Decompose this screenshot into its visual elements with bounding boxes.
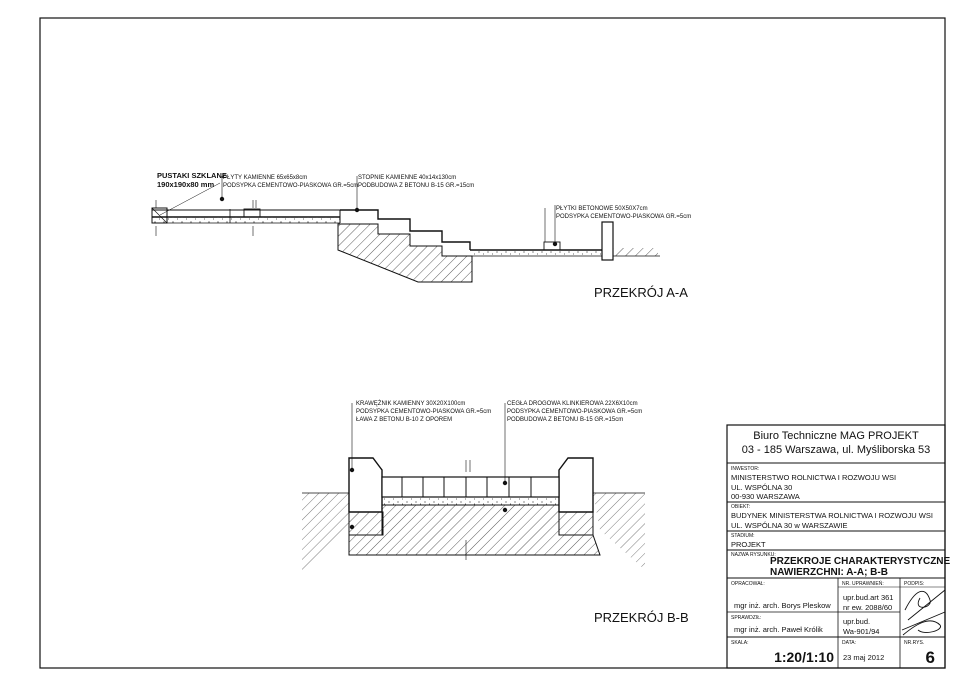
investor-line-3: 00-930 WARSZAWA [731, 492, 800, 501]
checker-name: mgr inż. arch. Paweł Królik [734, 625, 823, 634]
signature-label: PODPIS: [904, 581, 924, 587]
title-block [726, 424, 946, 669]
signature-designer [904, 589, 946, 621]
object-line-1: BUDYNEK MINISTERSTWA ROLNICTWA I ROZWOJU… [731, 511, 933, 520]
designer-license-1: upr.bud.art 361 [843, 593, 893, 602]
number-label: NR.RYS. [904, 640, 924, 646]
drawing-name-line-2: NAWIERZCHNI: A-A; B-B [770, 567, 888, 578]
drawing-name-label: NAZWA RYSUNKU: [731, 552, 776, 558]
date-value: 23 maj 2012 [843, 653, 884, 662]
label-plyty-2: PODSYPKA CEMENTOWO-PIASKOWA GR.=5cm [223, 183, 358, 189]
checker-license-1: upr.bud. [843, 617, 870, 626]
drawing-name-line-1: PRZEKROJE CHARAKTERYSTYCZNE [770, 556, 951, 567]
label-plyty-1: PŁYTY KAMIENNE 65x65x8cm [223, 175, 307, 181]
label-cegla-1: CEGŁA DROGOWA KLINKIEROWA 22X6X10cm [507, 401, 638, 407]
scale-label: SKALA: [731, 640, 749, 646]
signature-checker [901, 611, 946, 636]
sheet-frame [39, 17, 946, 669]
label-pustaki-1: PUSTAKI SZKLANE [157, 171, 227, 180]
label-stopnie-2: PODBUDOWA Z BETONU B-15 GR.=15cm [358, 183, 474, 189]
section-bb-title: PRZEKRÓJ B-B [594, 610, 689, 625]
designer-name: mgr inż. arch. Borys Pleskow [734, 601, 831, 610]
designer-label: OPRACOWAŁ: [731, 581, 765, 587]
label-stopnie-1: STOPNIE KAMIENNE 40x14x130cm [358, 175, 456, 181]
section-aa-drawing [151, 176, 660, 283]
label-pustaki-2: 190x190x80 mm [157, 180, 214, 189]
checker-license-2: Wa-901/94 [843, 627, 879, 636]
date-label: DATA: [842, 640, 856, 646]
investor-line-1: MINISTERSTWO ROLNICTWA I ROZWOJU WSI [731, 473, 896, 482]
label-beton-2: PODSYPKA CEMENTOWO-PIASKOWA GR.=5cm [556, 214, 691, 220]
investor-label: INWESTOR: [731, 466, 759, 472]
license-label: NR. UPRAWNIEŃ: [842, 580, 884, 587]
designer-license-2: nr ew. 2088/60 [843, 603, 892, 612]
label-kraw-1: KRAWĘŻNIK KAMIENNY 30X20X100cm [356, 400, 465, 407]
drawing-number: 6 [926, 648, 935, 667]
label-cegla-3: PODBUDOWA Z BETONU B-15 GR.=15cm [507, 417, 623, 423]
checker-label: SPRAWDZIŁ: [731, 615, 761, 621]
scale-value: 1:20/1:10 [774, 649, 834, 665]
stage-value: PROJEKT [731, 540, 766, 549]
investor-line-2: UL. WSPÓLNA 30 [731, 483, 792, 492]
office-address: 03 - 185 Warszawa, ul. Myśliborska 53 [742, 444, 931, 456]
label-kraw-3: ŁAWA Z BETONU B-10 Z OPOREM [356, 417, 452, 423]
office-name: Biuro Techniczne MAG PROJEKT [753, 430, 919, 442]
label-cegla-2: PODSYPKA CEMENTOWO-PIASKOWA GR.=5cm [507, 409, 642, 415]
section-bb-drawing [302, 403, 645, 570]
object-line-2: UL. WSPÓLNA 30 w WARSZAWIE [731, 521, 848, 530]
stage-label: STADIUM: [731, 533, 755, 539]
section-aa-title: PRZEKRÓJ A-A [594, 285, 688, 300]
object-label: OBIEKT: [731, 504, 750, 510]
label-beton-1: PŁYTKI BETONOWE 50X50X7cm [556, 206, 648, 212]
label-kraw-2: PODSYPKA CEMENTOWO-PIASKOWA GR.=5cm [356, 409, 491, 415]
